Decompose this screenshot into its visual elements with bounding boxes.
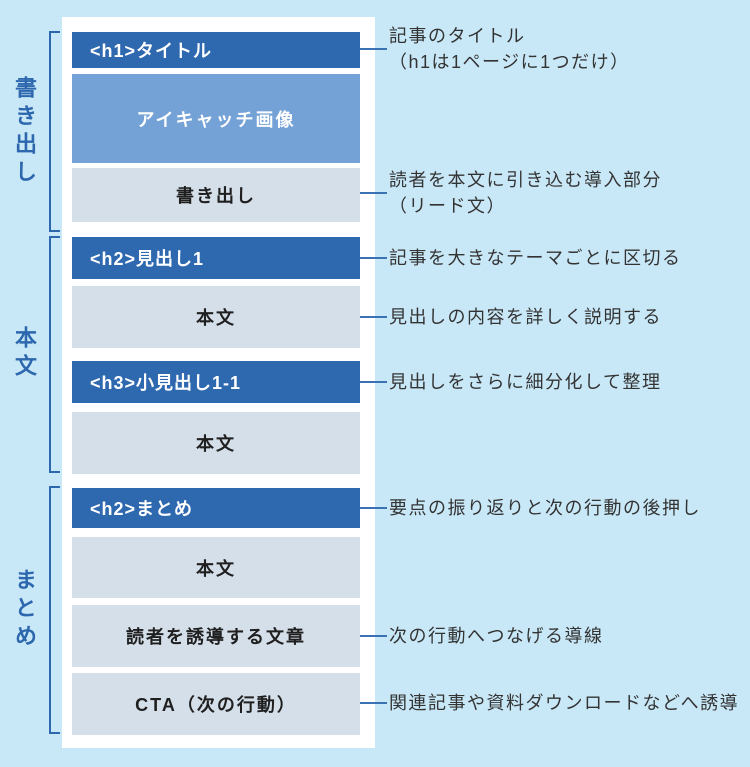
section-label-intro-wrap: 書き出し (0, 76, 48, 188)
box-lead-to-action: 読者を誘導する文章 (72, 605, 360, 667)
annotation-line: 記事のタイトル (389, 26, 526, 46)
section-label-body-wrap: 本文 (0, 326, 48, 382)
connector-line-h2-heading1 (360, 257, 387, 259)
annotation-line: 見出しの内容を詳しく説明する (389, 307, 662, 327)
annotation-intro: 読者を本文に引き込む導入部分 （リード文） (389, 167, 662, 219)
annotation-line: （リード文） (389, 196, 506, 216)
annotation-line: （h1は1ページに1つだけ） (389, 52, 630, 72)
annotation-line: 要点の振り返りと次の行動の後押し (389, 498, 701, 518)
connector-line-cta (360, 702, 387, 704)
connector-line-intro (360, 192, 387, 194)
connector-line-h3 (360, 381, 387, 383)
annotation-line: 読者を本文に引き込む導入部分 (389, 170, 662, 190)
annotation-lead: 次の行動へつなげる導線 (389, 623, 604, 649)
section-label-summary-wrap: まとめ (0, 568, 48, 652)
connector-line-h1-title (360, 48, 387, 50)
bracket-summary (49, 486, 60, 734)
box-h2-summary: <h2>まとめ (72, 488, 360, 528)
bracket-body (49, 236, 60, 473)
box-body-1: 本文 (72, 286, 360, 348)
box-body-2: 本文 (72, 412, 360, 474)
annotation-line: 記事を大きなテーマごとに区切る (389, 248, 682, 268)
box-cta: CTA（次の行動） (72, 673, 360, 735)
annotation-cta: 関連記事や資料ダウンロードなどへ誘導 (389, 690, 739, 716)
section-label-body: 本文 (12, 326, 37, 382)
connector-line-body-1 (360, 316, 387, 318)
bracket-intro (49, 31, 60, 232)
box-intro: 書き出し (72, 168, 360, 222)
box-body-3: 本文 (72, 537, 360, 598)
box-eyecatch-image: アイキャッチ画像 (72, 74, 360, 163)
box-h1-title: <h1>タイトル (72, 32, 360, 68)
box-h3-subheading: <h3>小見出し1-1 (72, 361, 360, 403)
section-label-intro: 書き出し (12, 76, 37, 188)
annotation-body-1: 見出しの内容を詳しく説明する (389, 304, 662, 330)
annotation-line: 見出しをさらに細分化して整理 (389, 372, 662, 392)
box-h2-heading1: <h2>見出し1 (72, 237, 360, 279)
annotation-h2-summary: 要点の振り返りと次の行動の後押し (389, 495, 701, 521)
annotation-h2-heading1: 記事を大きなテーマごとに区切る (389, 245, 682, 271)
annotation-h3: 見出しをさらに細分化して整理 (389, 369, 661, 395)
annotation-line: 関連記事や資料ダウンロードなどへ誘導 (389, 693, 740, 713)
connector-line-h2-summary (360, 507, 387, 509)
connector-line-lead (360, 635, 387, 637)
annotation-h1-title: 記事のタイトル （h1は1ページに1つだけ） (389, 23, 630, 75)
annotation-line: 次の行動へつなげる導線 (389, 626, 604, 646)
section-label-summary: まとめ (12, 568, 37, 652)
